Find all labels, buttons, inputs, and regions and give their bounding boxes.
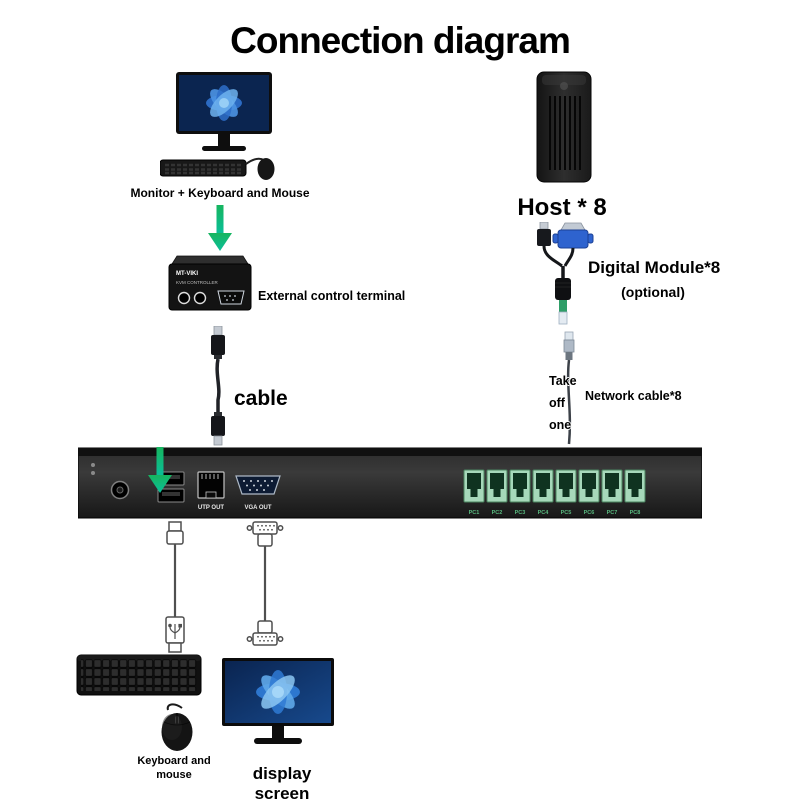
down-arrow-icon — [208, 205, 232, 251]
windows-bloom-icon — [256, 670, 300, 714]
port-label: PC2 — [492, 510, 503, 516]
network-cable-icon — [563, 331, 575, 445]
utp-out-label: UTP OUT — [198, 505, 225, 511]
usb-trident-icon — [168, 623, 183, 639]
take-line: off — [549, 396, 565, 410]
down-arrow-icon — [148, 447, 172, 493]
page-title: Connection diagram — [230, 20, 571, 61]
mouse-icon — [245, 157, 275, 180]
rj45-port-icon: PC1 — [463, 469, 485, 516]
db9-port-icon — [217, 290, 245, 305]
display-screen-label: display screen — [252, 764, 312, 800]
vga-out-port-icon — [235, 475, 281, 495]
keyboard-mouse-label: Keyboard and mouse — [137, 755, 211, 781]
rj45-port-icon: PC4 — [532, 469, 554, 516]
digital-module-icon — [537, 222, 594, 325]
network-cable-label: Network cable*8 — [585, 389, 682, 403]
device-name-text: KVM CONTROLLER — [176, 280, 219, 285]
host-label: Host * 8 — [517, 194, 607, 221]
port-label: PC6 — [584, 510, 595, 516]
vga-out-label: VGA OUT — [244, 505, 271, 511]
dc-power-jack-icon — [110, 480, 130, 500]
take-off-one-label: Take off one — [549, 370, 583, 436]
device-brand-text: MT-VIKI — [176, 271, 198, 277]
port-label: PC1 — [469, 510, 480, 516]
jack-ports-icon — [177, 291, 207, 305]
display-screen-icon — [222, 658, 334, 744]
take-line: one — [549, 418, 572, 432]
rj45-port-icon: PC2 — [486, 469, 508, 516]
rj45-port-icon: PC3 — [509, 469, 531, 516]
usb-cable-outline-icon — [165, 521, 185, 653]
utp-out-port-icon — [197, 471, 225, 499]
digital-module-label: Digital Module*8 — [588, 258, 721, 277]
kvm-rack-device: UTP OUT VGA OUT PC1 PC2 PC3 — [78, 447, 702, 519]
take-line: Take — [549, 374, 577, 388]
usb-cable-icon — [211, 326, 225, 446]
port-label: PC8 — [630, 510, 641, 516]
monitor-keyboard-mouse-label: Monitor + Keyboard and Mouse — [130, 186, 310, 200]
mouse-icon — [161, 703, 193, 751]
control-terminal-icon: MT-VIKI KVM CONTROLLER — [168, 255, 252, 311]
vga-cable-outline-icon — [246, 521, 284, 646]
desktop-computer-icon — [160, 72, 275, 180]
port-label: PC7 — [607, 510, 618, 516]
vga-connector-icon — [552, 222, 594, 249]
external-control-label: External control terminal — [258, 289, 406, 303]
keyboard-icon — [76, 654, 202, 696]
port-label: PC4 — [538, 510, 550, 516]
optional-label: (optional) — [621, 284, 685, 300]
port-label: PC3 — [515, 510, 526, 516]
port-label: PC5 — [561, 510, 572, 516]
rj45-port-icon: PC6 — [578, 469, 600, 516]
cable-label: cable — [234, 387, 288, 410]
rj45-port-icon: PC8 — [624, 469, 646, 516]
rj45-port-icon: PC5 — [555, 469, 577, 516]
host-tower-icon — [536, 71, 592, 183]
rj45-port-icon: PC7 — [601, 469, 623, 516]
keyboard-icon — [160, 159, 247, 177]
windows-bloom-icon — [206, 85, 242, 121]
